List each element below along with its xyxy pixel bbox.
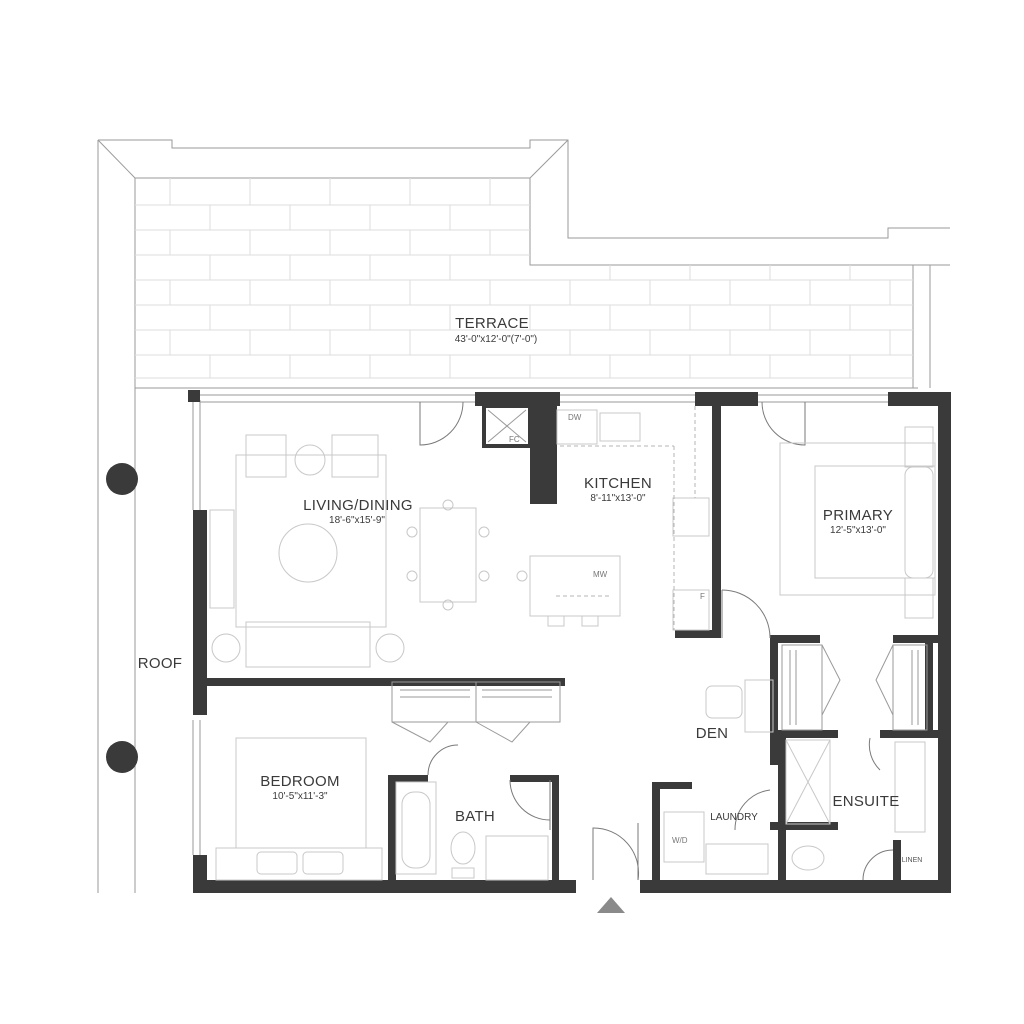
roof-strip <box>97 139 138 893</box>
linen-name: LINEN <box>902 857 923 864</box>
walls <box>188 390 951 893</box>
terrace-area <box>98 139 950 389</box>
den-name: DEN <box>696 725 729 742</box>
fridge-label: F <box>700 592 705 601</box>
roof-drain-bottom <box>106 741 138 773</box>
kitchen-size: 8'-11"x13'-0" <box>590 493 646 504</box>
fireplace-label: FC <box>509 435 520 444</box>
bedroom-name: BEDROOM <box>260 773 340 790</box>
living-dining-size: 18'-6"x15'-9" <box>329 515 385 526</box>
dishwasher-label: DW <box>568 413 582 422</box>
windows <box>192 394 888 855</box>
entry-marker <box>597 897 625 913</box>
kitchen-counters <box>556 406 696 630</box>
living-dining-name: LIVING/DINING <box>303 497 413 514</box>
terrace-size: 43'-0"x12'-0"(7'-0") <box>455 334 538 345</box>
laundry-name: LAUNDRY <box>710 812 758 823</box>
doors <box>419 401 894 881</box>
furniture <box>209 409 936 881</box>
bedroom-size: 10'-5"x11'-3" <box>272 791 328 802</box>
terrace-name: TERRACE <box>455 315 529 332</box>
closets <box>391 644 928 743</box>
roof-drain-top <box>106 463 138 495</box>
microwave-label: MW <box>593 570 608 579</box>
ensuite-name: ENSUITE <box>832 793 899 810</box>
washer-dryer-label: W/D <box>672 836 688 845</box>
kitchen-name: KITCHEN <box>584 475 652 492</box>
roof-name: ROOF <box>138 655 183 672</box>
primary-size: 12'-5"x13'-0" <box>830 525 886 536</box>
primary-name: PRIMARY <box>823 507 893 524</box>
bath-name: BATH <box>455 808 495 825</box>
terrace-pavers <box>135 178 913 379</box>
fireplace <box>482 404 532 448</box>
